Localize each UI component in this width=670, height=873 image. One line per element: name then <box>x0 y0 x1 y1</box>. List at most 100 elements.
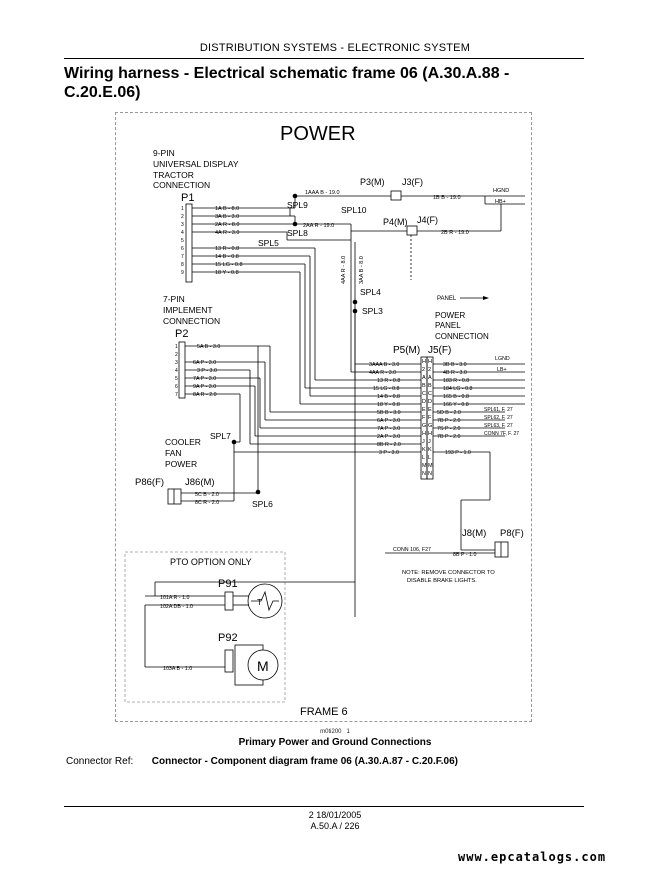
j5-right-11: 193 P - 1.0 <box>445 450 471 456</box>
spl5-label: SPL5 <box>258 238 279 248</box>
p92-label: P92 <box>218 632 238 644</box>
pto-option-box <box>124 551 286 703</box>
j5-right-2: 4B R - 3.0 <box>443 370 467 376</box>
wire-8b: 8B P - 1.0 <box>453 552 477 558</box>
j5-left-7: 5B B - 3.0 <box>377 410 401 416</box>
p1-wire-3: 2A R - 8.0 <box>215 222 239 228</box>
svg-text:D: D <box>428 399 432 405</box>
svg-text:5: 5 <box>181 238 184 244</box>
p2-label: P2 <box>175 328 188 340</box>
p3-label: P3(M) <box>360 177 385 187</box>
j5-left-6: 18 Y - 0.8 <box>377 402 400 408</box>
j5-left-5: 14 B - 0.8 <box>377 394 400 400</box>
spl63-ref: SPL63, F. 27 <box>484 423 513 429</box>
j5-left-10: 2A P - 3.0 <box>377 434 400 440</box>
wire-1aaa: 1AAA B - 19.0 <box>305 190 340 196</box>
j8-label: J8(M) <box>462 528 486 539</box>
footer-date: 2 18/01/2005 <box>308 810 362 820</box>
figure-id: m0ti200 1 <box>320 729 350 735</box>
svg-text:N: N <box>422 471 426 477</box>
j5-left-9: 7A P - 3.0 <box>377 426 400 432</box>
svg-text:2: 2 <box>428 367 431 373</box>
p86-label: P86(F) <box>135 477 164 488</box>
p91-switch <box>247 583 283 619</box>
svg-text:G: G <box>428 423 432 429</box>
lb-label: LB+ <box>497 367 507 373</box>
j5-left-2: 4AA R - 3.0 <box>369 370 396 376</box>
p8-label: P8(F) <box>500 528 524 539</box>
svg-text:A: A <box>422 375 426 381</box>
svg-text:C: C <box>422 391 426 397</box>
svg-text:N: N <box>428 471 432 477</box>
svg-text:H: H <box>422 359 426 365</box>
figure-caption: Primary Power and Ground Connections <box>238 737 432 748</box>
svg-text:6: 6 <box>175 384 178 390</box>
p5-label: P5(M) <box>393 345 420 356</box>
p1-wire-1: 1A B - 8.0 <box>215 206 239 212</box>
cooler-2: FAN <box>165 448 182 458</box>
pto-label: PTO OPTION ONLY <box>170 557 252 567</box>
p4-j4-connector <box>406 225 418 236</box>
power-panel-2: PANEL <box>435 321 461 330</box>
power-panel-1: POWER <box>435 311 465 320</box>
p2-wire-4: 7A P - 3.0 <box>193 376 216 382</box>
page-title: Wiring harness - Electrical schematic fr… <box>64 65 510 101</box>
svg-text:3: 3 <box>175 360 178 366</box>
p1-wire-6: 14 B - 0.8 <box>215 254 239 260</box>
j5-left-12: 3 P - 3.0 <box>379 450 399 456</box>
connector-ref: Connector Ref: Connector - Component dia… <box>66 756 458 767</box>
svg-text:M: M <box>428 463 433 469</box>
p1-title-2: UNIVERSAL DISPLAY <box>153 159 239 169</box>
svg-text:A: A <box>428 375 432 381</box>
j5-right-3: 183 R - 0.8 <box>443 378 469 384</box>
wire-101a: 101A R - 1.0 <box>160 595 189 601</box>
p2-wire-1: 5A B - 3.0 <box>197 344 220 350</box>
svg-text:H: H <box>428 431 432 437</box>
p2-title-2: IMPLEMENT <box>163 305 213 315</box>
spl9-label: SPL9 <box>287 200 308 210</box>
power-heading: POWER <box>280 123 356 145</box>
p2-title-1: 7-PIN <box>163 294 185 304</box>
wire-8c: 8C R - 2.0 <box>195 500 219 506</box>
wire-102a: 102A DB - 1.0 <box>160 604 193 610</box>
p1-title-3: TRACTOR <box>153 170 194 180</box>
j5-right-10: 7B P - 2.0 <box>437 434 461 440</box>
p1-wire-4: 4A R - 3.0 <box>215 230 239 236</box>
connector-ref-link[interactable]: Connector - Component diagram frame 06 (… <box>151 756 458 767</box>
p1-wire-5: 13 R - 0.8 <box>215 246 239 252</box>
j5-connector-female <box>426 356 434 480</box>
p4-label: P4(M) <box>383 217 408 227</box>
footer-rule <box>64 806 584 807</box>
svg-text:L: L <box>428 455 431 461</box>
spl61-ref: SPL61, F. 27 <box>484 407 513 413</box>
p2-wire-2: 6A P - 3.0 <box>193 360 216 366</box>
svg-text:7: 7 <box>175 392 178 398</box>
j3-label: J3(F) <box>402 177 423 187</box>
header-rule <box>64 58 584 59</box>
j5-right-5: 165 B - 0.8 <box>443 394 469 400</box>
frame-label: FRAME 6 <box>300 706 348 718</box>
j5-left-3: 13 R - 0.8 <box>377 378 400 384</box>
j8-p8-connector <box>494 541 509 558</box>
p1-title-1: 9-PIN <box>153 148 175 158</box>
hb-label: HB+ <box>495 199 506 205</box>
p91-label: P91 <box>218 578 238 590</box>
p2-title-3: CONNECTION <box>163 316 220 326</box>
j5-left-1: 3AAA B - 3.0 <box>369 362 399 368</box>
p1-title-4: CONNECTION <box>153 180 210 190</box>
j4-label: J4(F) <box>417 215 438 225</box>
svg-text:3: 3 <box>181 222 184 228</box>
svg-text:1: 1 <box>181 206 184 212</box>
power-panel-3: CONNECTION <box>435 332 489 341</box>
svg-text:2: 2 <box>422 367 425 373</box>
j5-right-1: 3B B - 3.0 <box>443 362 467 368</box>
wire-2b: 2B R - 19.0 <box>441 230 469 236</box>
cooler-1: COOLER <box>165 437 201 447</box>
spl6-label: SPL6 <box>252 499 273 509</box>
j5-label: J5(F) <box>428 345 451 356</box>
j5-right-4: 184 LG - 0.8 <box>443 386 472 392</box>
j5-right-8: 7B P - 2.0 <box>437 418 461 424</box>
p2-wire-3: 3 P - 3.0 <box>197 368 217 374</box>
svg-text:2: 2 <box>181 214 184 220</box>
svg-text:1: 1 <box>175 344 178 350</box>
